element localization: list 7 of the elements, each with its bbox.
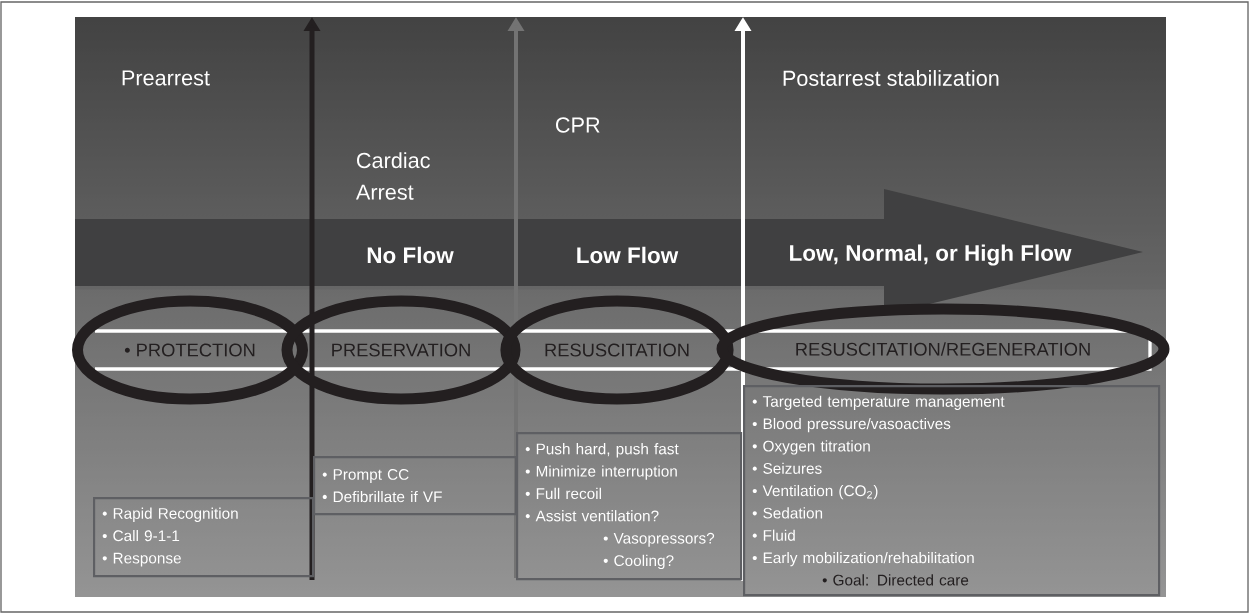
list-box: • Targeted temperature management • Blood pressure/vasoactives • Oxygen titration • Seizures • Ventilation (CO$_{2}$) • Sedation • Fluid • Early mobilization/rehabilitation • Goal: Directed care	[743, 385, 1161, 597]
list-box: • Push hard, push fast • Minimize interruption • Full recoil • Assist ventilation? • Vasopressors? • Cooling?	[516, 432, 743, 581]
phase-label: Prearrest	[122, 70, 210, 86]
phase-label: CPR	[556, 117, 600, 133]
list-box: • Rapid Recognition • Call 9-1-1 • Response	[93, 497, 315, 578]
list-box: • Prompt CC • Defibrillate if VF	[313, 456, 518, 516]
phase-label: Postarrest stabilization	[783, 70, 999, 86]
